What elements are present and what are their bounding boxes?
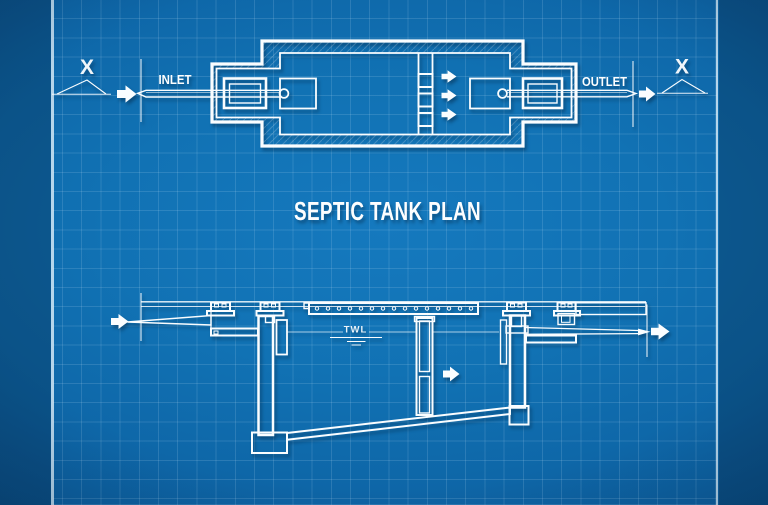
section-marker-triangle-icon <box>56 79 107 95</box>
vent-holes-icon <box>314 306 474 311</box>
partition-opening <box>417 92 434 108</box>
baffle-slot <box>418 375 431 414</box>
flow-arrow-right-icon <box>441 108 457 121</box>
inlet-baffle-section <box>275 319 288 356</box>
left-wall-section <box>257 314 275 437</box>
left-footing <box>251 431 288 454</box>
drawing-title: SEPTIC TANK PLAN <box>294 196 481 226</box>
baffle-slot <box>418 320 431 373</box>
water-level-label: TWL <box>344 325 368 336</box>
flow-arrow-section-middle-icon <box>443 366 460 382</box>
section-marker-right-label: X <box>675 56 689 79</box>
section-view: TWL <box>111 293 670 454</box>
flow-arrow-right-icon <box>441 70 457 83</box>
right-margin-band <box>719 0 768 505</box>
partition-wall <box>417 53 434 135</box>
flow-arrow-inlet-icon <box>117 85 137 103</box>
water-level-symbol-icon <box>330 336 382 346</box>
tank-outline-inner <box>215 52 573 136</box>
left-border-line <box>51 0 54 505</box>
left-margin-band <box>0 0 51 505</box>
water-level: TWL <box>287 325 499 346</box>
manhole-cover <box>502 301 531 317</box>
inlet-pipe-section <box>127 314 212 326</box>
section-marker-triangle-icon <box>661 78 706 94</box>
outlet-pipe-plan <box>497 88 639 99</box>
flow-arrow-section-inlet-icon <box>111 314 129 329</box>
flow-arrow-section-outlet-icon <box>651 323 670 340</box>
flow-arrow-outlet-icon <box>639 86 656 102</box>
flow-arrow-right-icon <box>441 89 457 102</box>
floor-slab-section <box>286 406 511 441</box>
plan-view: X X INLET OUTLET <box>52 39 708 148</box>
right-border-line <box>716 0 719 505</box>
partition-opening <box>417 73 434 88</box>
partition-opening <box>417 112 434 127</box>
outlet-baffle-plan <box>469 77 511 110</box>
outlet-label: OUTLET <box>582 74 627 89</box>
inlet-pipe-plan <box>135 88 290 99</box>
section-marker-left: X <box>52 56 111 95</box>
section-marker-right: X <box>657 56 708 94</box>
outlet-connection-box <box>521 77 564 110</box>
outlet-structure-section <box>505 302 651 344</box>
partition-flow-arrows <box>441 70 457 121</box>
manhole-cover <box>255 301 285 324</box>
vent-cover <box>303 302 479 315</box>
outlet-baffle-section <box>499 319 508 365</box>
tank-outline-outer <box>210 39 578 148</box>
inlet-baffle-plan <box>279 77 317 110</box>
outlet-pipe-section <box>524 326 651 336</box>
inlet-label: INLET <box>159 72 192 87</box>
inlet-connection-box <box>222 77 268 110</box>
baffle-wall-section <box>413 315 436 416</box>
section-marker-left-label: X <box>80 56 94 79</box>
inlet-channel-section <box>127 302 259 337</box>
right-footing <box>508 405 530 426</box>
right-wall-section <box>508 314 527 409</box>
